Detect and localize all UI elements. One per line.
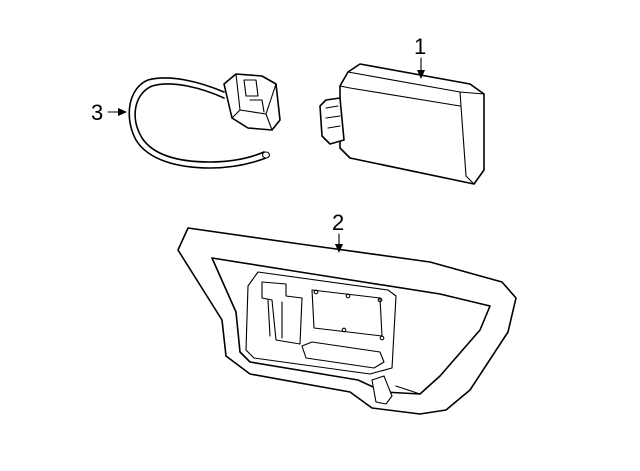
leader-arrow [417,70,425,79]
harness-connector-face [231,73,277,131]
harness-cable-end [261,151,271,159]
part-1-control-module [319,63,485,185]
module-connector [319,97,345,145]
part-3-wiring-harness [128,73,281,169]
bracket-hole [377,297,383,303]
bracket-hole [341,327,347,333]
bracket-recess [245,271,397,375]
bracket-bottom-foot [371,375,393,405]
module-top-face [347,71,485,185]
part-2-mounting-bracket [177,227,517,415]
callout-2: 2 [332,210,344,253]
bracket-clip [261,281,303,345]
callout-label-1: 1 [414,34,426,59]
callout-3: 3 [91,100,127,125]
module-connector-detail [325,105,341,129]
harness-cable-inner [134,83,265,163]
module-edge [339,85,461,107]
callout-1: 1 [414,34,426,79]
bracket-hole [379,335,385,341]
harness-connector [223,73,281,131]
bracket-rib [267,299,283,339]
harness-cable [128,77,267,169]
bracket-bottom-edge [395,375,441,395]
harness-connector-latch [243,79,265,113]
callout-label-2: 2 [332,210,344,235]
bracket-lower-tab [301,341,385,369]
bracket-hole [345,293,351,299]
bracket-hole [313,289,319,295]
callout-label-3: 3 [91,100,103,125]
leader-arrow [118,108,127,116]
leader-arrow [335,244,343,253]
